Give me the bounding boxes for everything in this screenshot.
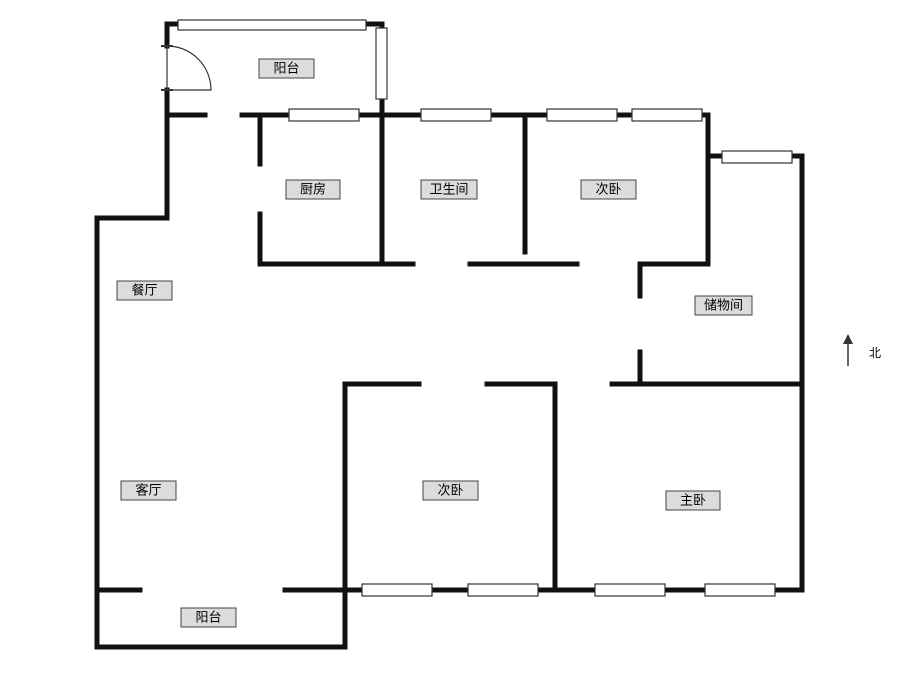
room-label-balcony-north: 阳台 [258, 58, 315, 79]
room-label-living: 客厅 [120, 480, 177, 501]
north-compass: 北 [843, 334, 881, 366]
door-swing [161, 45, 212, 91]
room-label-bedroom-north: 次卧 [580, 179, 637, 200]
window [721, 150, 793, 164]
window [375, 27, 388, 100]
room-name: 储物间 [704, 299, 743, 314]
room-name: 客厅 [135, 483, 161, 499]
room-label-bedroom-south: 次卧 [422, 480, 479, 501]
room-label-bathroom: 卫生间 [420, 179, 478, 200]
window [467, 583, 539, 597]
room-name: 主卧 [680, 494, 706, 509]
room-name: 次卧 [437, 483, 463, 499]
room-name: 餐厅 [131, 283, 157, 299]
window [177, 19, 367, 31]
window [704, 583, 776, 597]
room-label-dining: 餐厅 [116, 280, 173, 301]
window [420, 108, 492, 122]
compass-label: 北 [869, 346, 881, 360]
room-name: 阳台 [273, 62, 299, 77]
room-label-storage: 储物间 [694, 295, 753, 316]
room-name: 次卧 [595, 182, 621, 198]
room-label-kitchen: 厨房 [285, 179, 341, 200]
room-label-balcony-south: 阳台 [180, 607, 237, 628]
windows [177, 19, 793, 597]
window [288, 108, 360, 122]
window [631, 108, 703, 122]
room-name: 阳台 [195, 611, 221, 626]
room-name: 厨房 [300, 182, 326, 198]
room-name: 卫生间 [429, 183, 468, 198]
window [361, 583, 433, 597]
room-label-master-bedroom: 主卧 [665, 490, 721, 511]
window [546, 108, 618, 122]
window [594, 583, 666, 597]
